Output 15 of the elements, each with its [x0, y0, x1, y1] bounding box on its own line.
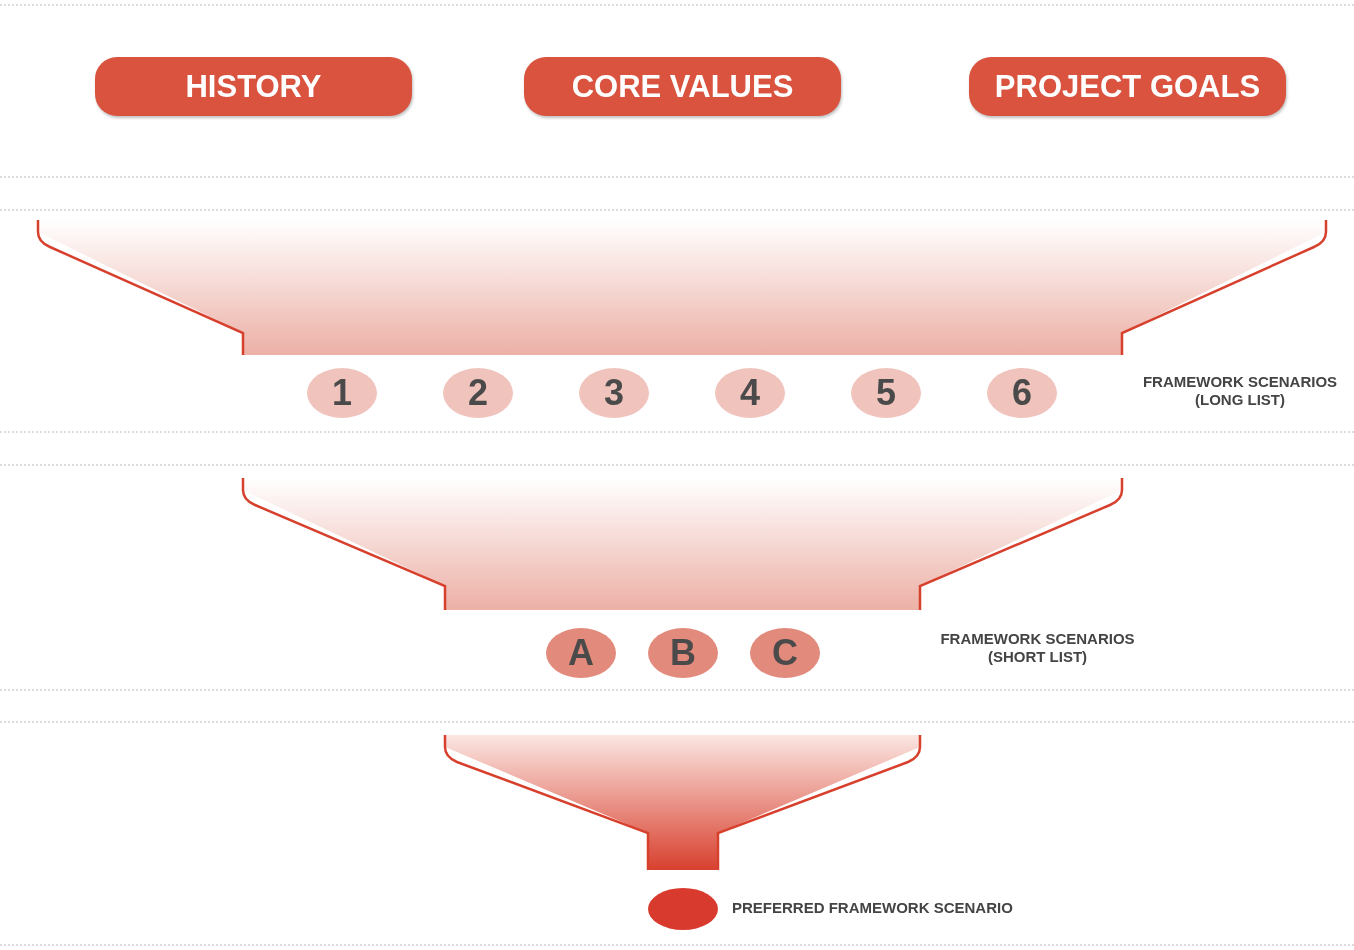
scenario-oval: A — [546, 628, 616, 678]
scenario-oval: 2 — [443, 368, 513, 418]
category-pill: PROJECT GOALS — [969, 57, 1286, 116]
scenario-oval: C — [750, 628, 820, 678]
scenario-oval: 3 — [579, 368, 649, 418]
stage-label: FRAMEWORK SCENARIOS (SHORT LIST) — [939, 630, 1136, 666]
scenario-oval: 6 — [987, 368, 1057, 418]
scenario-caption: PREFERRED FRAMEWORK SCENARIO — [732, 899, 1013, 917]
stage-label: FRAMEWORK SCENARIOS (LONG LIST) — [1141, 373, 1339, 409]
scenario-oval: 1 — [307, 368, 377, 418]
scenario-oval: B — [648, 628, 718, 678]
category-pill: CORE VALUES — [524, 57, 841, 116]
scenario-oval: 4 — [715, 368, 785, 418]
scenario-oval: 5 — [851, 368, 921, 418]
category-pill: HISTORY — [95, 57, 412, 116]
